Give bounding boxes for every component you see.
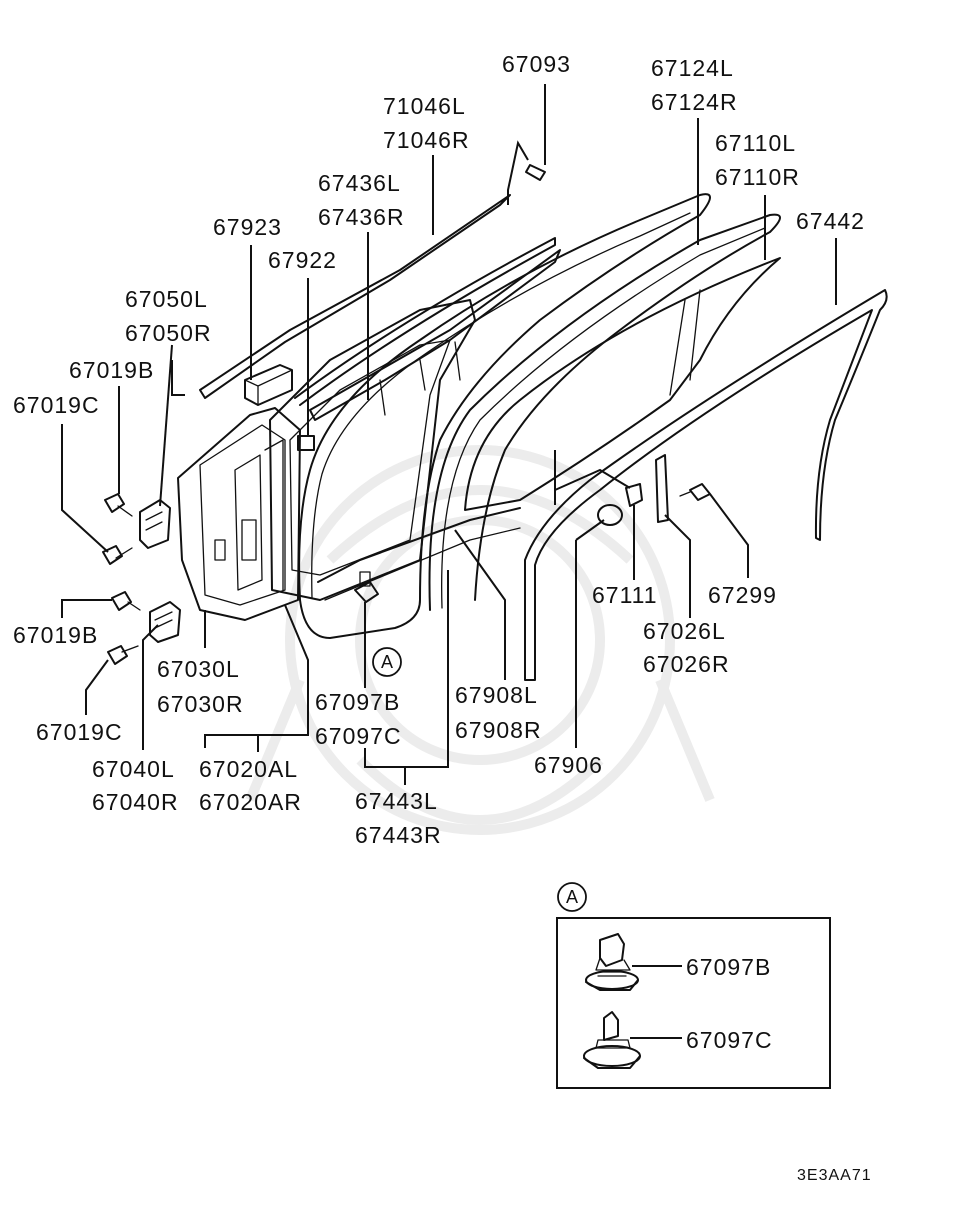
label-67906: 67906: [534, 752, 603, 778]
beltline-weatherstrip-inner: [309, 249, 561, 421]
label-67026L: 67026L: [643, 618, 726, 644]
beltline-moulding-outer: [199, 194, 511, 399]
door-inner-panel: [269, 299, 476, 601]
label-67020AL: 67020AL: [199, 756, 298, 782]
detail-box-marker: A: [566, 887, 578, 907]
clip-67097C-icon: [583, 1011, 641, 1069]
detail-label-67097C: 67097C: [686, 1027, 773, 1053]
label-67908R: 67908R: [455, 717, 542, 743]
label-67097B: 67097B: [315, 689, 400, 715]
small-parts: [102, 164, 711, 665]
label-67019B-upper: 67019B: [69, 357, 154, 383]
label-67124R: 67124R: [651, 89, 738, 115]
label-67030L: 67030L: [157, 656, 240, 682]
part-labels: 67093 67124L 67124R 71046L 71046R 67110L…: [13, 51, 865, 848]
label-67110R: 67110R: [715, 164, 800, 190]
door-glass: [464, 257, 781, 511]
pad-67923: [244, 364, 293, 406]
label-71046L: 71046L: [383, 93, 466, 119]
label-67020AR: 67020AR: [199, 789, 302, 815]
upper-hinge: [139, 499, 171, 549]
label-67443R: 67443R: [355, 822, 442, 848]
door-shell: [177, 407, 301, 621]
bracket-67111: [625, 483, 643, 507]
leader-lines: [61, 84, 837, 785]
label-67110L: 67110L: [715, 130, 796, 156]
label-67030R: 67030R: [157, 691, 244, 717]
label-67050R: 67050R: [125, 320, 212, 346]
cap-67906: [597, 504, 623, 526]
label-67097C: 67097C: [315, 723, 402, 749]
clip-67097B-icon: [585, 933, 639, 991]
callout-marker: A: [372, 647, 402, 677]
label-67019B-lower: 67019B: [13, 622, 98, 648]
opening-weatherstrip: [298, 193, 711, 639]
screw-67093: [525, 164, 546, 181]
guide-67026: [655, 454, 669, 523]
detail-label-67097B: 67097B: [686, 954, 771, 980]
glass-run-channel: [428, 213, 781, 611]
label-67436L: 67436L: [318, 170, 401, 196]
bolt-icon: [102, 493, 141, 665]
label-67040R: 67040R: [92, 789, 179, 815]
frame-moulding: [524, 289, 888, 681]
screw-67299: [689, 483, 711, 501]
clip-67922: [297, 435, 315, 451]
clip-67097: [354, 581, 379, 603]
drawing-code: 3E3AA71: [797, 1167, 872, 1184]
label-67019C-upper: 67019C: [13, 392, 100, 418]
label-67111: 67111: [592, 582, 658, 608]
detail-box: A 67097B 67097C: [556, 882, 831, 1089]
label-67443L: 67443L: [355, 788, 438, 814]
label-67923: 67923: [213, 214, 282, 240]
label-67019C-lower: 67019C: [36, 719, 123, 745]
callout-marker-label: A: [381, 652, 393, 672]
label-67124L: 67124L: [651, 55, 734, 81]
label-67436R: 67436R: [318, 204, 405, 230]
label-71046R: 71046R: [383, 127, 470, 153]
label-67040L: 67040L: [92, 756, 175, 782]
label-67026R: 67026R: [643, 651, 730, 677]
lower-hinge: [149, 601, 181, 643]
label-67908L: 67908L: [455, 682, 538, 708]
label-67093: 67093: [502, 51, 571, 77]
label-67442: 67442: [796, 208, 865, 234]
label-67922: 67922: [268, 247, 337, 273]
label-67299: 67299: [708, 582, 777, 608]
label-67050L: 67050L: [125, 286, 208, 312]
